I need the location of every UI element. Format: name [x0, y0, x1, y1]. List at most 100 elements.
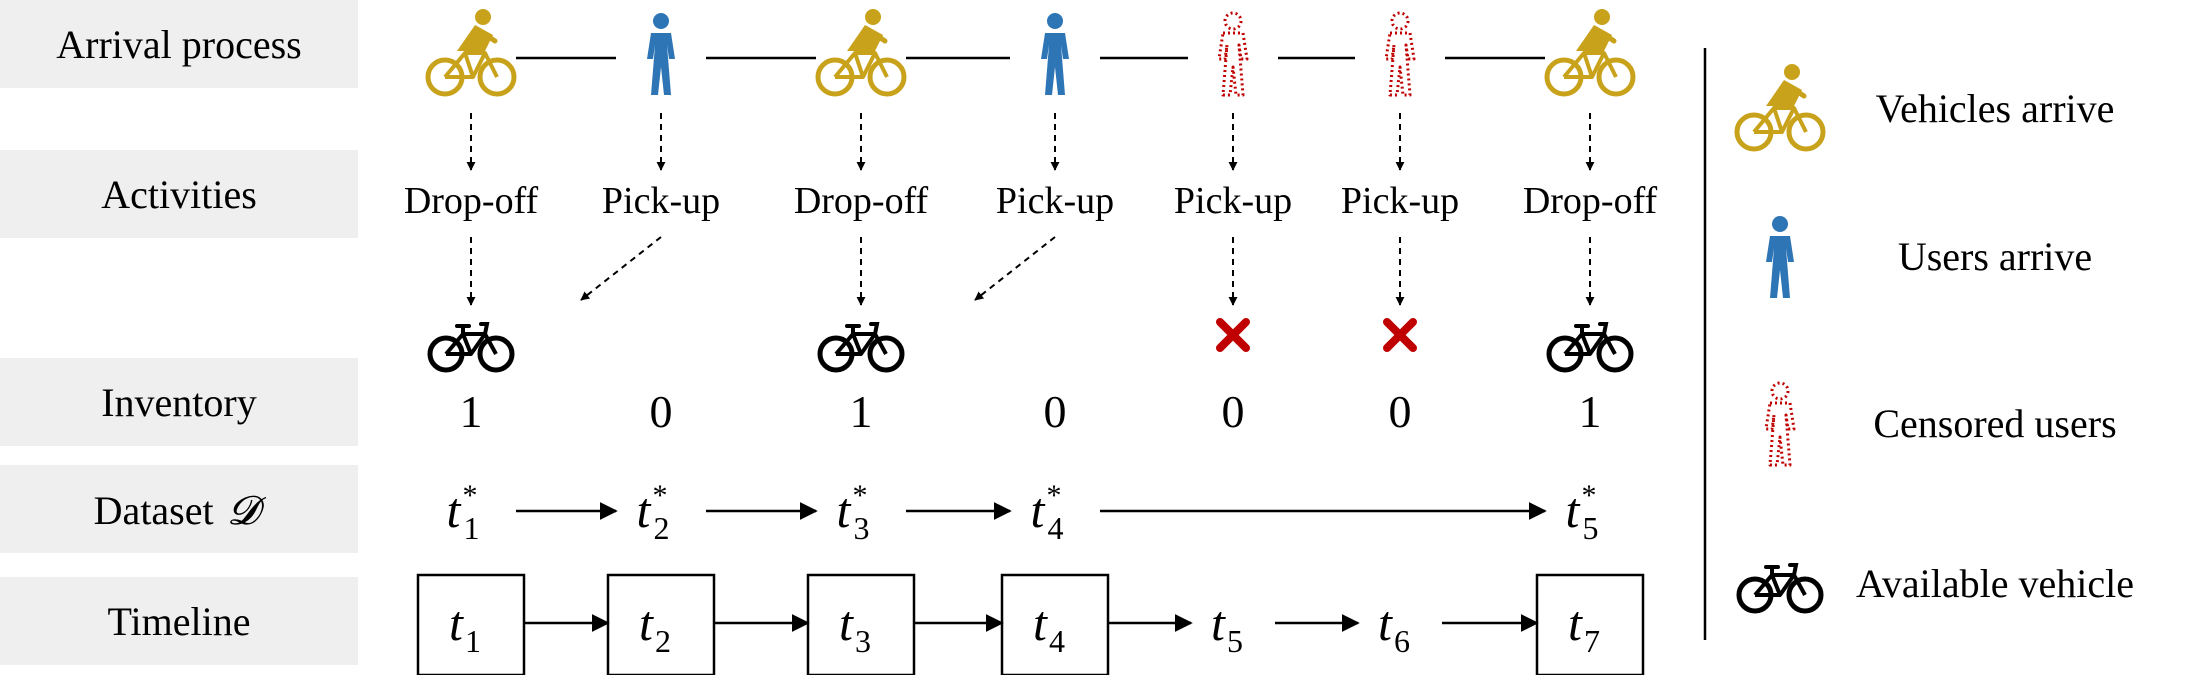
row-label-bg-inventory: [0, 358, 358, 446]
timeline-t1-subscript: 1: [465, 623, 481, 659]
timeline-t6-subscript: 6: [1394, 623, 1410, 659]
legend-label-vehicles: Vehicles arrive: [1876, 86, 2115, 131]
row-label-bg-arrival: [0, 0, 358, 88]
dataset-t4-star-subscript: 4: [1047, 510, 1063, 546]
timeline-t4-subscript: 4: [1049, 623, 1065, 659]
timeline-t6-var: t: [1378, 595, 1393, 651]
pedestrian-icon: [647, 13, 675, 95]
dataset-t4-star-var: t: [1031, 482, 1046, 538]
censored-pedestrian-icon: [1384, 11, 1416, 97]
timeline-t4-var: t: [1033, 595, 1048, 651]
legend-item-censored: Censored users: [1764, 381, 2117, 467]
cross-icon: [1216, 318, 1250, 352]
legend-label-users: Users arrive: [1898, 234, 2092, 279]
pickup-diagonal-arrow: [580, 236, 662, 301]
row-label-bg-dataset: [0, 465, 358, 553]
cyclist-icon: [815, 9, 907, 97]
dataset-t5-star: t*5: [1566, 479, 1599, 546]
row-label-inventory: Inventory: [101, 380, 257, 425]
timeline-t1: t1: [449, 595, 481, 659]
timeline-t7: t7: [1568, 595, 1600, 659]
row-label-bg-timeline: [0, 577, 358, 665]
dataset-t1-star-subscript: 1: [463, 510, 479, 546]
timeline-t3-subscript: 3: [855, 623, 871, 659]
timeline-t2: t2: [639, 595, 671, 659]
row-label-arrival: Arrival process: [56, 22, 301, 67]
activity-label: Pick-up: [996, 180, 1114, 222]
activity-label: Pick-up: [1341, 180, 1459, 222]
row-label-timeline: Timeline: [108, 599, 251, 644]
row-labels: Arrival process Activities Inventory Dat…: [0, 0, 358, 665]
row-label-bg-activities: [0, 150, 358, 238]
timeline-t1-var: t: [449, 595, 464, 651]
timeline-t6: t6: [1378, 595, 1410, 659]
legend-label-censored: Censored users: [1873, 401, 2116, 446]
inventory-value: 1: [1579, 386, 1602, 437]
inventory-value: 0: [1222, 386, 1245, 437]
timeline-t2-var: t: [639, 595, 654, 651]
column-5: Pick-up 0 t5: [1174, 11, 1292, 659]
dataset-t1-star-var: t: [447, 482, 462, 538]
timeline-t7-var: t: [1568, 595, 1583, 651]
timeline-t5-var: t: [1211, 595, 1226, 651]
timeline-t3-var: t: [839, 595, 854, 651]
inventory-value: 0: [650, 386, 673, 437]
activity-label: Pick-up: [1174, 180, 1292, 222]
cross-icon: [1383, 318, 1417, 352]
pickup-diagonal-arrow: [974, 236, 1056, 301]
cyclist-icon: [425, 9, 517, 97]
column-6: Pick-up 0 t6: [1341, 11, 1459, 659]
bicycle-icon: [817, 322, 905, 373]
dataset-t2-star: t*2: [637, 479, 670, 546]
legend-bicycle-icon: [1736, 563, 1824, 614]
timeline-t3: t3: [839, 595, 871, 659]
legend-item-users: Users arrive: [1766, 216, 2092, 298]
diagram-columns: Drop-off1t1t*1Pick-up0t2t*2Drop-off1t3t*…: [404, 9, 1658, 675]
activity-label: Drop-off: [1523, 180, 1658, 222]
timeline-box: [416, 573, 526, 675]
activity-label: Drop-off: [404, 180, 539, 222]
dataset-t5-star-subscript: 5: [1582, 510, 1598, 546]
dataset-t2-star-star: *: [652, 479, 667, 512]
cyclist-icon: [1544, 9, 1636, 97]
timeline-t7-subscript: 7: [1584, 623, 1600, 659]
legend-cyclist-icon: [1734, 64, 1826, 152]
row-label-dataset-text: Dataset: [94, 488, 214, 533]
row-label-activities: Activities: [101, 172, 257, 217]
dataset-t3-star-star: *: [852, 479, 867, 512]
dataset-t3-star-subscript: 3: [853, 510, 869, 546]
legend-item-vehicles: Vehicles arrive: [1734, 64, 2115, 152]
dataset-t3-star-var: t: [837, 482, 852, 538]
dataset-t5-star-var: t: [1566, 482, 1581, 538]
dataset-t4-star: t*4: [1031, 479, 1064, 546]
dataset-t1-star: t*1: [447, 479, 480, 546]
legend-pedestrian-icon: [1766, 216, 1794, 298]
dataset-t2-star-var: t: [637, 482, 652, 538]
dataset-t5-star-star: *: [1581, 479, 1596, 512]
inventory-value: 1: [850, 386, 873, 437]
activity-label: Drop-off: [794, 180, 929, 222]
dataset-t2-star-subscript: 2: [653, 510, 669, 546]
bicycle-icon: [427, 322, 515, 373]
timeline-box: [606, 573, 716, 675]
dataset-t4-star-star: *: [1046, 479, 1061, 512]
legend-label-available: Available vehicle: [1856, 561, 2134, 606]
timeline-t4: t4: [1033, 595, 1065, 659]
dataset-t1-star-star: *: [462, 479, 477, 512]
activity-label: Pick-up: [602, 180, 720, 222]
bicycle-icon: [1546, 322, 1634, 373]
censored-pedestrian-icon: [1217, 11, 1249, 97]
pedestrian-icon: [1041, 13, 1069, 95]
inventory-value: 0: [1044, 386, 1067, 437]
legend-censored-pedestrian-icon: [1764, 381, 1796, 467]
legend-item-available: Available vehicle: [1736, 561, 2134, 614]
inventory-value: 0: [1389, 386, 1412, 437]
timeline-box: [1535, 573, 1645, 675]
timeline-t5-subscript: 5: [1227, 623, 1243, 659]
